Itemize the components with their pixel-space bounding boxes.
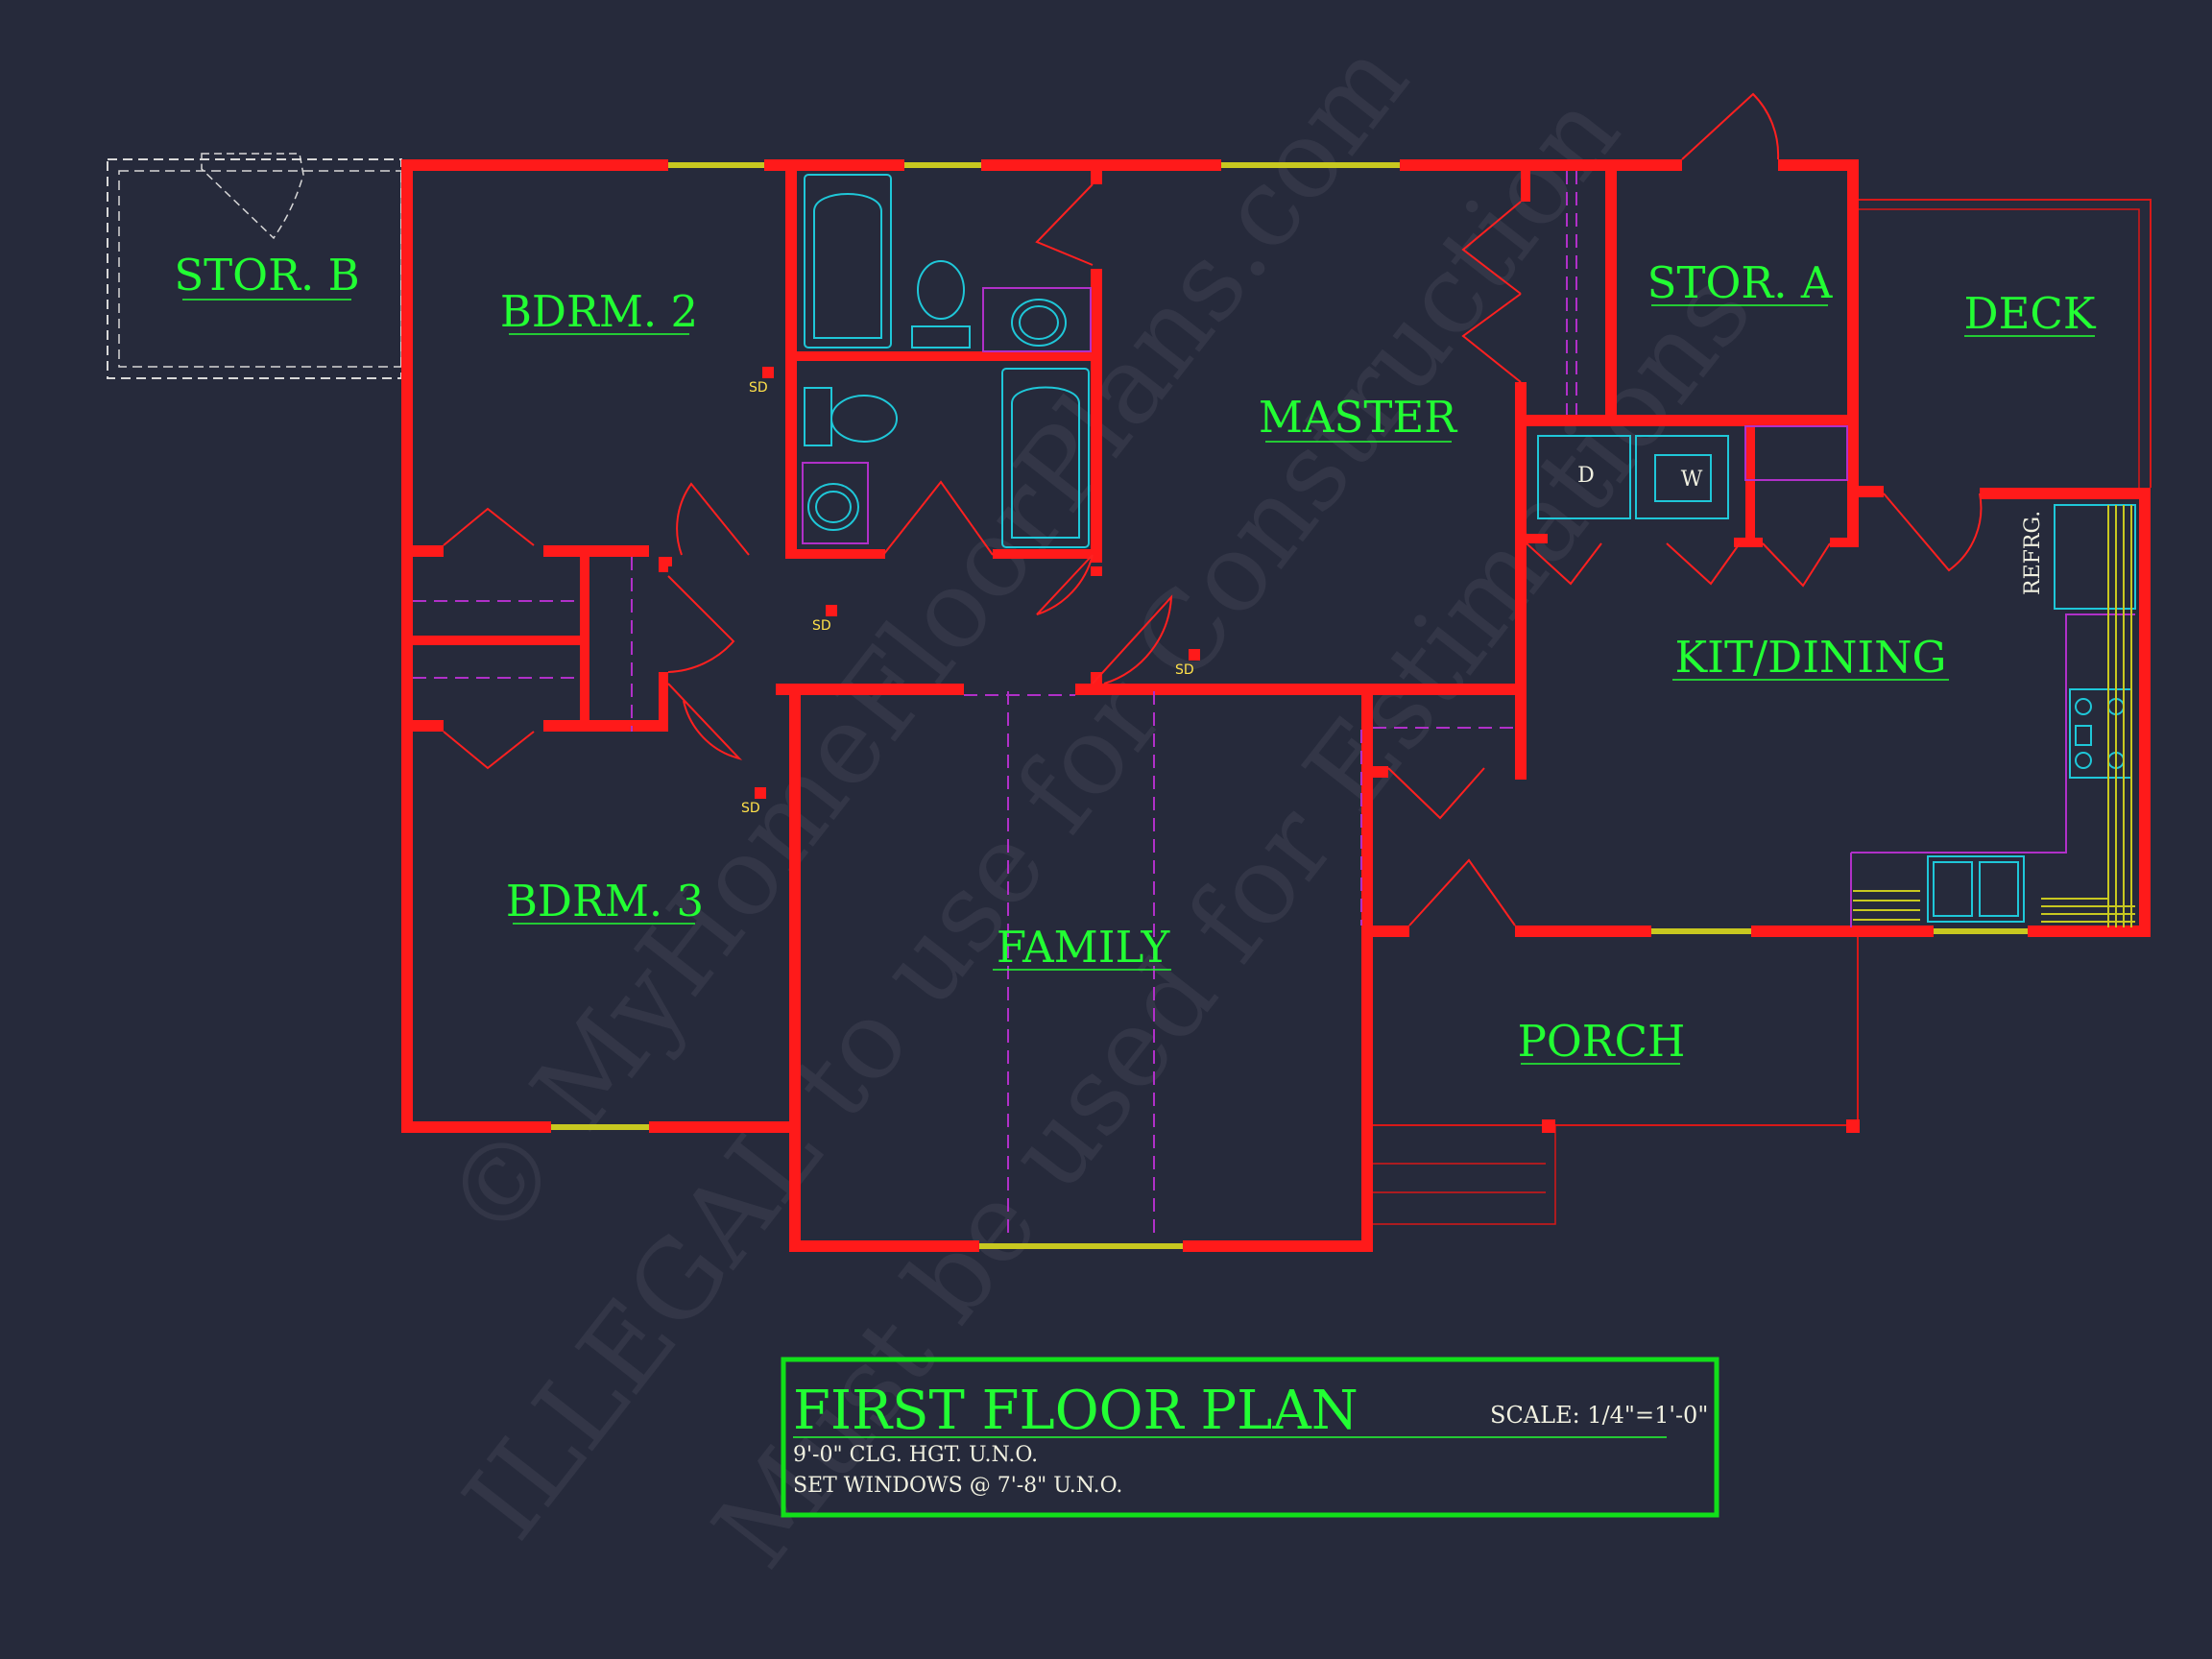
porch-outline (1367, 936, 1860, 1225)
room-label-porch: PORCH (1518, 1016, 1686, 1067)
ceiling-lines (413, 171, 1577, 1240)
room-labels: STOR. B BDRM. 2 MASTER STOR. A DECK KIT/… (174, 250, 2097, 1067)
room-label-deck: DECK (1964, 288, 2097, 339)
smoke-detector-label: SD (741, 801, 760, 816)
room-label-bdrm3: BDRM. 3 (506, 876, 704, 926)
deck-outline (1857, 199, 2152, 488)
laundry: D W (1537, 425, 1848, 519)
toilet-icon (917, 260, 965, 320)
washer-icon (1635, 435, 1729, 519)
bathtub-icon (804, 174, 892, 349)
washer-label: W (1681, 468, 1703, 492)
title-block-note-ceiling: 9'-0" CLG. HGT. U.N.O. (793, 1443, 1038, 1467)
room-label-stor-b: STOR. B (174, 250, 359, 301)
walls (401, 159, 2151, 1252)
doors (443, 92, 1983, 926)
refrigerator-label: REFRG. (2021, 511, 2045, 595)
dryer-icon (1537, 435, 1631, 519)
title-block: FIRST FLOOR PLAN SCALE: 1/4"=1'-0" 9'-0"… (781, 1357, 1719, 1518)
watermark: © MyHomeFloorPlans.com ILLEGAL to use fo… (421, 18, 1776, 1590)
room-label-kit-dining: KIT/DINING (1675, 632, 1947, 683)
sink-icon (807, 483, 859, 531)
room-label-stor-a: STOR. A (1647, 257, 1833, 308)
smoke-detector-label: SD (749, 380, 768, 396)
title-block-title: FIRST FLOOR PLAN (793, 1380, 1358, 1442)
dryer-label: D (1577, 464, 1595, 488)
kitchen-fixtures: REFRG. (1850, 504, 2136, 927)
toilet-tank-icon (804, 387, 832, 446)
counter-lines (1853, 505, 2135, 927)
room-label-family: FAMILY (997, 922, 1171, 973)
refrigerator-icon (2054, 504, 2136, 610)
sink-icon (1011, 299, 1067, 347)
smoke-detector-label: SD (1175, 662, 1194, 678)
windows (551, 162, 2028, 1249)
title-block-scale: SCALE: 1/4"=1'-0" (1490, 1402, 1708, 1429)
bath-fixtures (802, 174, 1092, 548)
room-label-master: MASTER (1259, 392, 1457, 443)
bathtub-icon (1001, 368, 1090, 548)
smoke-detectors: SD SD SD SD (741, 367, 1200, 816)
title-block-note-windows: SET WINDOWS @ 7'-8" U.N.O. (793, 1474, 1122, 1498)
smoke-detector-label: SD (812, 618, 831, 634)
room-label-bdrm2: BDRM. 2 (500, 286, 698, 337)
kitchen-sink-icon (1927, 855, 2025, 923)
